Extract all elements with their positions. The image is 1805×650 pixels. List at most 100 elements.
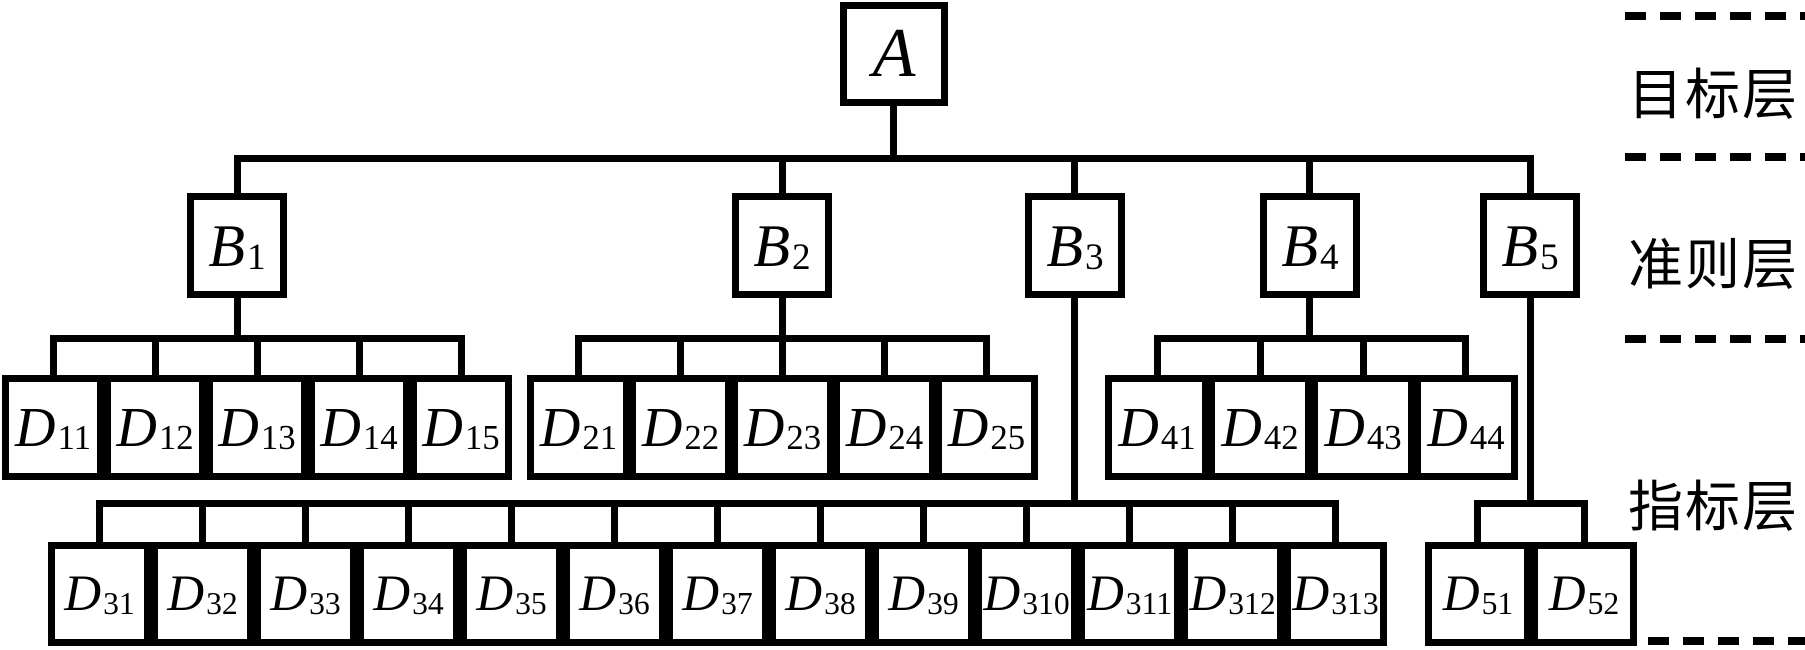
node-B5-sub: 5 bbox=[1540, 236, 1559, 278]
node-B4-base: B bbox=[1281, 212, 1319, 279]
node-B1-sub: 1 bbox=[247, 236, 266, 278]
layer-label-indicator: 指标层 bbox=[1628, 475, 1800, 539]
connector-stub-d21 bbox=[575, 340, 582, 376]
connector-stub-d44 bbox=[1462, 340, 1469, 376]
connector-stub-d313 bbox=[1332, 505, 1339, 543]
node-D24-sub: 24 bbox=[888, 418, 924, 458]
node-D51-sub: 51 bbox=[1481, 586, 1514, 622]
node-D15-base: D bbox=[422, 396, 463, 459]
node-D12-base: D bbox=[116, 396, 157, 459]
connector-stub-d52 bbox=[1581, 505, 1588, 543]
node-A-label: A bbox=[872, 15, 916, 92]
node-D23-base: D bbox=[743, 396, 785, 459]
connector-bus-group4 bbox=[1154, 335, 1469, 342]
connector-stub-d43 bbox=[1360, 340, 1367, 376]
node-B2-sub: 2 bbox=[792, 236, 811, 278]
connector-stub-d33 bbox=[302, 505, 309, 543]
node-B4-sub: 4 bbox=[1320, 236, 1339, 278]
connector-stub-d51 bbox=[1474, 505, 1481, 543]
node-D44-base: D bbox=[1427, 396, 1468, 459]
layer-separator-goal-criteria bbox=[1625, 153, 1805, 161]
connector-stub-d37 bbox=[714, 505, 721, 543]
node-D12-sub: 12 bbox=[158, 418, 194, 458]
connector-top-bus bbox=[234, 155, 1534, 162]
connector-b5-long-drop bbox=[1527, 298, 1534, 507]
node-D33-base: D bbox=[270, 565, 308, 622]
connector-a-drop bbox=[890, 106, 897, 158]
connector-stub-b2 bbox=[779, 158, 786, 194]
node-D51-base: D bbox=[1442, 565, 1480, 622]
connector-stub-d32 bbox=[199, 505, 206, 543]
node-D311-base: D bbox=[1086, 565, 1124, 622]
node-B2-base: B bbox=[753, 212, 791, 279]
node-D14-sub: 14 bbox=[362, 418, 398, 458]
node-D22-sub: 22 bbox=[684, 418, 720, 458]
node-D22-base: D bbox=[641, 396, 683, 459]
node-D21-base: D bbox=[539, 396, 581, 459]
node-D24-base: D bbox=[845, 396, 887, 459]
node-D41-sub: 41 bbox=[1160, 418, 1196, 458]
node-D13-base: D bbox=[218, 396, 259, 459]
node-D11-sub: 11 bbox=[57, 418, 91, 458]
connector-stub-d38 bbox=[817, 505, 824, 543]
node-D31-sub: 31 bbox=[103, 586, 135, 622]
node-D14-base: D bbox=[320, 396, 361, 459]
node-D43-base: D bbox=[1324, 396, 1365, 459]
connector-bus-group5 bbox=[1474, 500, 1588, 507]
connector-b1-drop bbox=[234, 298, 241, 342]
node-D34-sub: 34 bbox=[412, 586, 444, 622]
node-D52-base: D bbox=[1548, 565, 1586, 622]
node-D38-sub: 38 bbox=[824, 586, 856, 622]
connector-stub-b3 bbox=[1071, 158, 1078, 194]
node-D36-sub: 36 bbox=[618, 586, 650, 622]
connector-stub-d22 bbox=[677, 340, 684, 376]
node-D310-base: D bbox=[983, 565, 1021, 622]
node-D52-sub: 52 bbox=[1587, 586, 1620, 622]
connector-stub-b4 bbox=[1306, 158, 1313, 194]
node-B3-sub: 3 bbox=[1085, 236, 1104, 278]
node-D38-base: D bbox=[785, 565, 823, 622]
connector-stub-d34 bbox=[405, 505, 412, 543]
connector-stub-d11 bbox=[50, 340, 57, 376]
node-D33-sub: 33 bbox=[309, 586, 341, 622]
connector-stub-d13 bbox=[254, 340, 261, 376]
connector-stub-d35 bbox=[508, 505, 515, 543]
node-D42-base: D bbox=[1221, 396, 1262, 459]
connector-bus-group2 bbox=[575, 335, 990, 342]
connector-stub-d12 bbox=[152, 340, 159, 376]
connector-bus-group3 bbox=[96, 500, 1339, 507]
layer-separator-bottom bbox=[1648, 637, 1805, 645]
node-D37-base: D bbox=[682, 565, 720, 622]
node-D39-sub: 39 bbox=[927, 586, 959, 622]
node-D36-base: D bbox=[579, 565, 617, 622]
node-D43-sub: 43 bbox=[1366, 418, 1402, 458]
connector-stub-d311 bbox=[1126, 505, 1133, 543]
connector-stub-d24 bbox=[881, 340, 888, 376]
node-D34-base: D bbox=[373, 565, 411, 622]
connector-stub-d41 bbox=[1154, 340, 1161, 376]
node-D21-sub: 21 bbox=[582, 418, 618, 458]
